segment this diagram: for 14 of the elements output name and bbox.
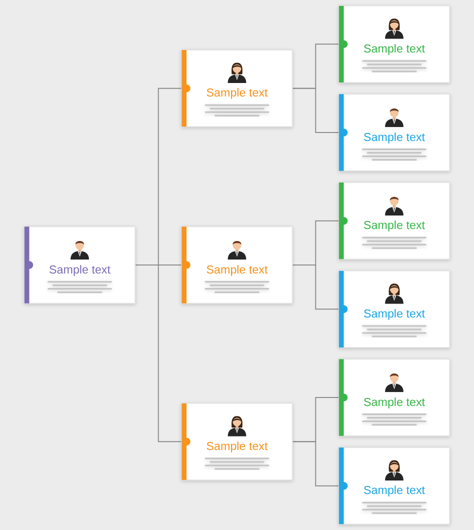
- card-title: Sample text: [362, 42, 426, 56]
- card-title: Sample text: [205, 86, 269, 100]
- connector-line: [292, 441, 340, 486]
- card-title: Sample text: [362, 130, 426, 145]
- card-title: Sample text: [362, 306, 426, 322]
- connector-line: [292, 264, 340, 310]
- connector-line: [292, 88, 340, 133]
- card-title: Sample text: [205, 439, 269, 454]
- card-title: Sample text: [48, 262, 112, 278]
- card-title: Sample text: [362, 395, 426, 410]
- card-title: Sample text: [205, 262, 269, 278]
- card-title: Sample text: [362, 218, 426, 233]
- card-title: Sample text: [362, 483, 426, 498]
- connector-line: [134, 264, 182, 442]
